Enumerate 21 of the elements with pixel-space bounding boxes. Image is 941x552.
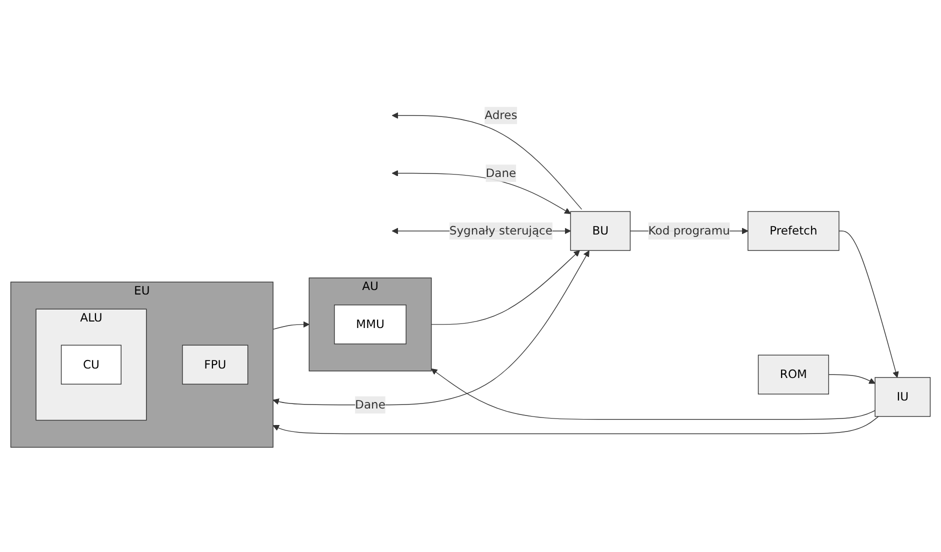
node-box: ROM: [758, 354, 830, 394]
arrow: [838, 230, 899, 378]
edge-label: Dane: [486, 166, 516, 180]
node-box: MMU: [334, 304, 406, 344]
arrow: [392, 170, 571, 214]
arrow: [272, 416, 879, 434]
arrow: [272, 321, 310, 330]
arrow: [828, 374, 876, 384]
node-box: CU: [60, 344, 122, 385]
edge-label: Kod programu: [648, 224, 730, 238]
edge-label: Dane: [355, 398, 386, 412]
edge-label: Adres: [484, 108, 518, 122]
node-box: BU: [570, 211, 631, 251]
node-box: IU: [874, 377, 931, 417]
edge-label: Sygnały sterujące: [449, 224, 552, 238]
node-box: Prefetch: [748, 211, 840, 251]
arrow: [272, 250, 590, 406]
arrow: [430, 250, 580, 325]
arrow: [431, 368, 876, 420]
arrow: [392, 112, 582, 210]
node-box: FPU: [182, 344, 248, 385]
